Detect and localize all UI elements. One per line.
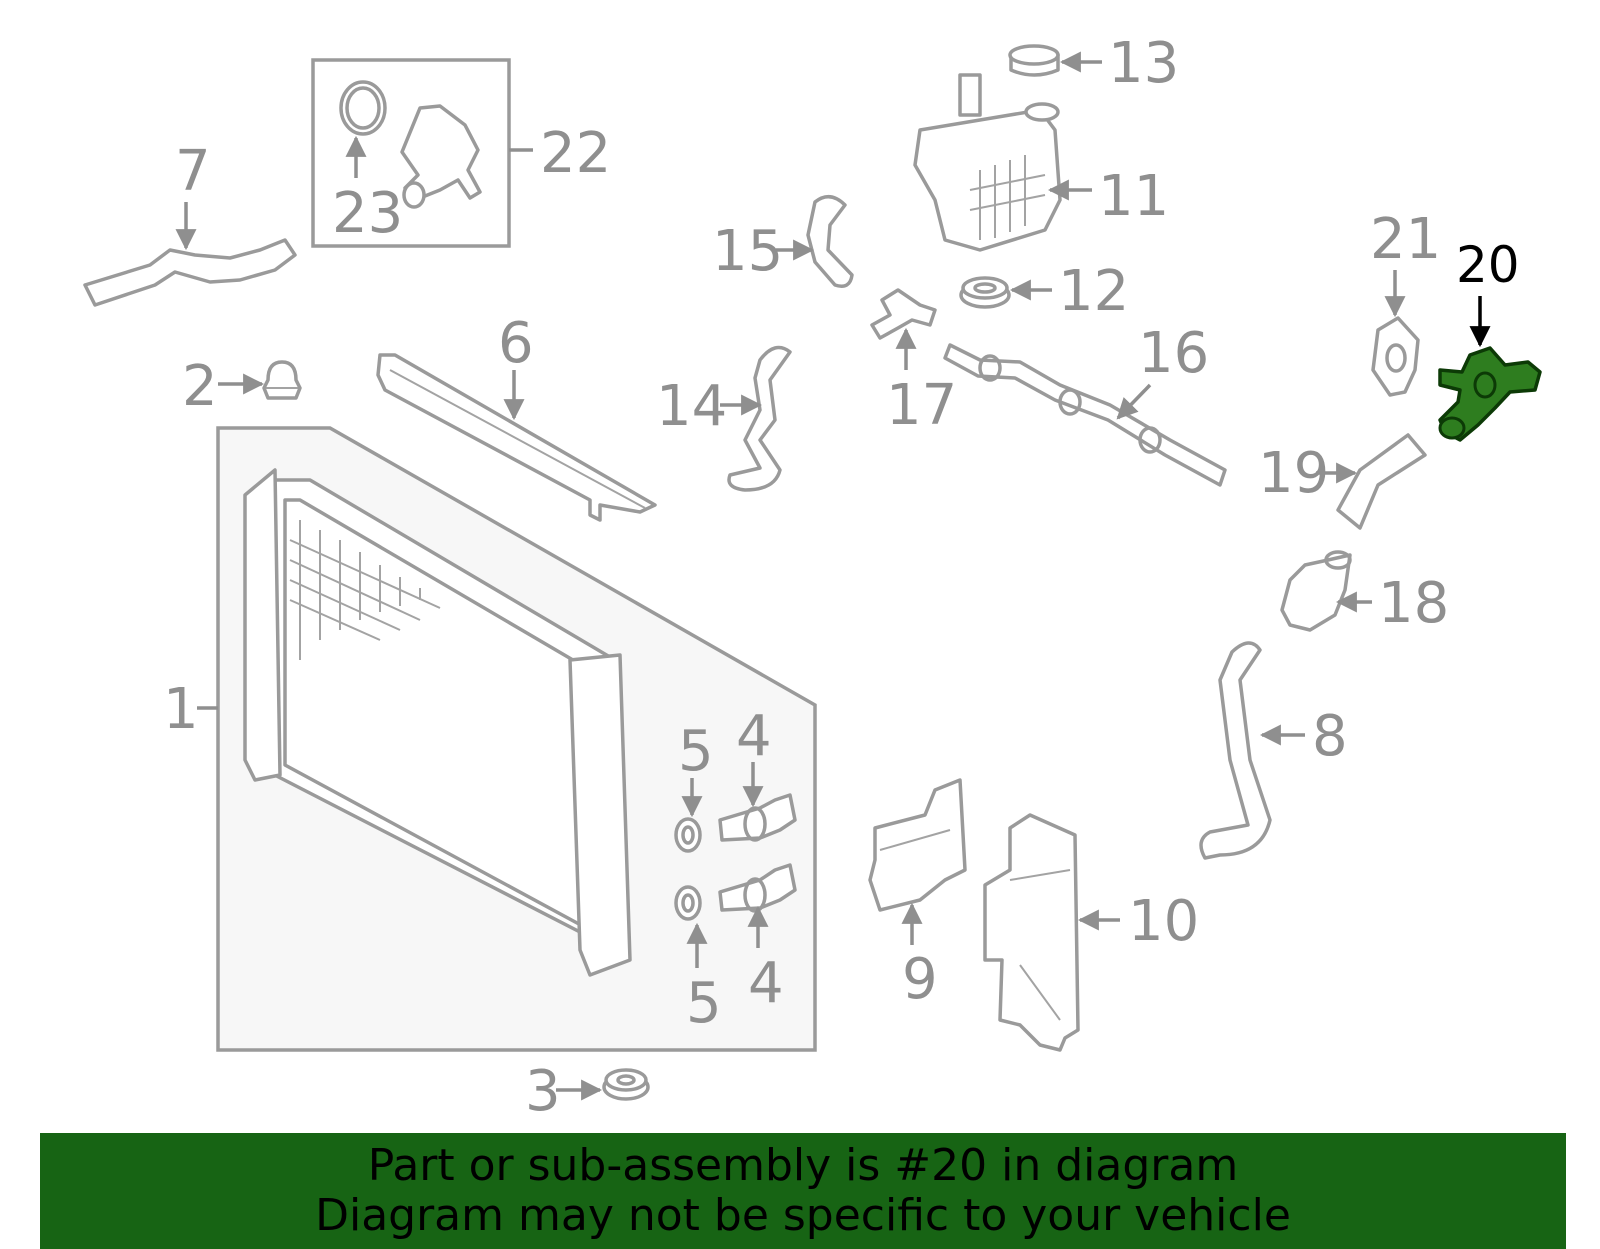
svg-text:5: 5 bbox=[678, 719, 714, 784]
callout-2: 2 bbox=[182, 354, 265, 419]
callout-4-lower: 4 bbox=[747, 905, 784, 1016]
svg-text:14: 14 bbox=[656, 374, 727, 439]
info-banner: Part or sub-assembly is #20 in diagram D… bbox=[40, 1133, 1566, 1249]
banner-line-part-number: Part or sub-assembly is #20 in diagram bbox=[367, 1140, 1239, 1191]
callout-8: 8 bbox=[1259, 704, 1348, 769]
svg-text:3: 3 bbox=[525, 1059, 561, 1124]
svg-text:2: 2 bbox=[182, 354, 218, 419]
banner-line-disclaimer: Diagram may not be specific to your vehi… bbox=[315, 1190, 1291, 1241]
part-12-gasket[interactable] bbox=[959, 276, 1011, 309]
callout-18: 18 bbox=[1335, 571, 1449, 636]
part-13-cap[interactable] bbox=[1008, 44, 1060, 77]
svg-text:16: 16 bbox=[1138, 321, 1209, 386]
callout-4-upper: 4 bbox=[736, 704, 772, 808]
part-9-bracket[interactable] bbox=[868, 778, 967, 912]
callout-15: 15 bbox=[712, 219, 815, 284]
svg-text:13: 13 bbox=[1108, 31, 1179, 96]
callout-12: 12 bbox=[1009, 259, 1129, 324]
callout-3: 3 bbox=[525, 1059, 603, 1124]
callout-1: 1 bbox=[163, 677, 218, 742]
part-16-pipe[interactable] bbox=[943, 343, 1227, 487]
part-11-reservoir[interactable] bbox=[913, 73, 1062, 252]
callout-19: 19 bbox=[1258, 441, 1358, 506]
radiator-assembly[interactable] bbox=[216, 426, 817, 1052]
part-17-tee-fitting[interactable] bbox=[870, 288, 937, 340]
part-19-hose[interactable] bbox=[1336, 433, 1427, 530]
part-10-air-duct[interactable] bbox=[983, 813, 1080, 1052]
callout-17: 17 bbox=[886, 327, 957, 438]
callout-14: 14 bbox=[656, 374, 763, 439]
svg-text:22: 22 bbox=[540, 121, 611, 186]
svg-text:8: 8 bbox=[1312, 704, 1348, 769]
callout-7: 7 bbox=[175, 139, 211, 251]
svg-text:1: 1 bbox=[163, 677, 199, 742]
callout-22: 22 bbox=[509, 121, 611, 186]
svg-text:5: 5 bbox=[686, 971, 722, 1036]
svg-text:20: 20 bbox=[1456, 236, 1520, 294]
part-3-grommet[interactable] bbox=[602, 1068, 650, 1101]
part-2-clip[interactable] bbox=[262, 360, 302, 400]
svg-text:17: 17 bbox=[886, 373, 957, 438]
callout-10: 10 bbox=[1077, 889, 1199, 954]
svg-text:7: 7 bbox=[175, 139, 211, 204]
part-5-o-ring-lower[interactable] bbox=[674, 885, 702, 921]
svg-text:9: 9 bbox=[902, 947, 938, 1012]
part-14-hose[interactable] bbox=[727, 345, 792, 492]
part-23-o-ring[interactable] bbox=[339, 80, 387, 136]
part-18-valve[interactable] bbox=[1280, 550, 1352, 632]
svg-text:15: 15 bbox=[712, 219, 783, 284]
svg-text:23: 23 bbox=[332, 181, 403, 246]
svg-text:4: 4 bbox=[748, 951, 784, 1016]
svg-text:6: 6 bbox=[498, 311, 534, 376]
callout-5-lower: 5 bbox=[686, 922, 722, 1036]
svg-text:11: 11 bbox=[1098, 164, 1169, 229]
callout-6: 6 bbox=[498, 311, 534, 421]
part-6-seal-strip[interactable] bbox=[376, 353, 657, 522]
svg-text:4: 4 bbox=[736, 704, 772, 769]
callout-23: 23 bbox=[332, 135, 403, 246]
callout-11: 11 bbox=[1047, 164, 1169, 229]
part-4-drain-plug-lower[interactable] bbox=[718, 863, 797, 913]
svg-text:10: 10 bbox=[1128, 889, 1199, 954]
part-21-gasket[interactable] bbox=[1371, 316, 1420, 397]
part-15-hose[interactable] bbox=[806, 195, 854, 288]
part-8-lower-hose[interactable] bbox=[1199, 641, 1272, 860]
part-4-drain-plug-upper[interactable] bbox=[718, 793, 797, 842]
part-5-o-ring-upper[interactable] bbox=[674, 817, 702, 853]
part-7-upper-hose[interactable] bbox=[83, 238, 297, 307]
callout-20: 20 bbox=[1456, 236, 1520, 348]
part-20-water-outlet[interactable] bbox=[1438, 346, 1542, 442]
callout-21: 21 bbox=[1370, 207, 1441, 318]
svg-text:12: 12 bbox=[1058, 259, 1129, 324]
callout-16: 16 bbox=[1116, 321, 1209, 420]
svg-text:18: 18 bbox=[1378, 571, 1449, 636]
callout-13: 13 bbox=[1059, 31, 1179, 96]
callout-9: 9 bbox=[901, 902, 938, 1012]
callout-5-upper: 5 bbox=[678, 719, 714, 818]
svg-text:21: 21 bbox=[1370, 207, 1441, 272]
